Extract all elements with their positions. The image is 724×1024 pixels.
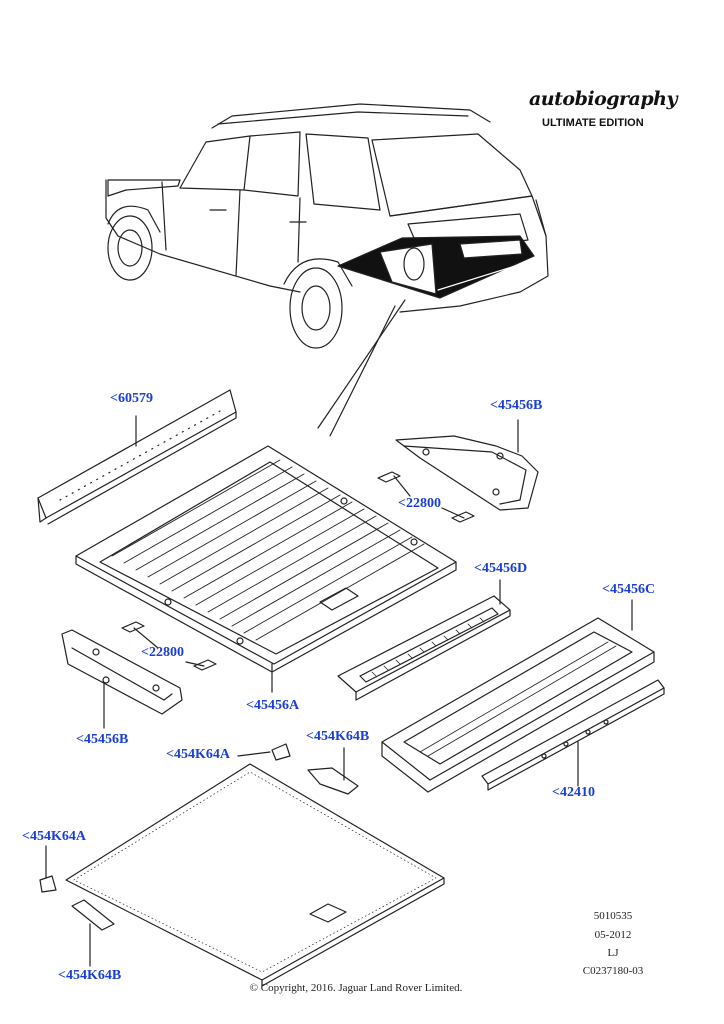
author-initials: LJ	[607, 947, 619, 959]
callout-45456A[interactable]: <45456A	[246, 698, 300, 713]
part-22800-clips	[121, 471, 475, 671]
part-60579-rail	[37, 389, 237, 525]
illustration-code: C0237180-03	[582, 965, 644, 977]
part-45456B-bracket-top	[395, 419, 539, 511]
brand-script-title: autobiography	[529, 88, 678, 110]
callout-45456B-top[interactable]: <45456B	[490, 398, 543, 413]
part-mat	[65, 763, 445, 987]
brand-edition-label: ULTIMATE EDITION	[542, 117, 644, 129]
vehicle-illustration	[105, 103, 549, 437]
part-45456D-insert	[337, 579, 511, 701]
part-45456A-floor	[75, 445, 457, 693]
part-45456C-insert	[381, 599, 655, 793]
part-45456B-bracket-left	[61, 629, 183, 729]
callout-454K64A-left[interactable]: <454K64A	[22, 829, 86, 844]
callout-22800-left[interactable]: <22800	[141, 645, 184, 660]
callout-454K64A-mid[interactable]: <454K64A	[166, 747, 230, 762]
callout-45456D[interactable]: <45456D	[474, 561, 528, 576]
ref-number: 5010535	[593, 910, 633, 922]
diagram-date: 05-2012	[594, 929, 632, 941]
callout-454K64B-mid[interactable]: <454K64B	[306, 729, 370, 744]
callout-42410[interactable]: <42410	[552, 785, 595, 800]
callout-60579[interactable]: <60579	[110, 391, 153, 406]
part-42410-strip	[481, 679, 665, 791]
callout-22800-top[interactable]: <22800	[398, 496, 441, 511]
part-454K64-pieces	[39, 743, 359, 967]
callout-45456B-left[interactable]: <45456B	[76, 732, 129, 747]
copyright-notice: © Copyright, 2016. Jaguar Land Rover Lim…	[249, 982, 463, 994]
callout-454K64B-bottom[interactable]: <454K64B	[58, 968, 122, 983]
callout-45456C[interactable]: <45456C	[602, 582, 656, 597]
